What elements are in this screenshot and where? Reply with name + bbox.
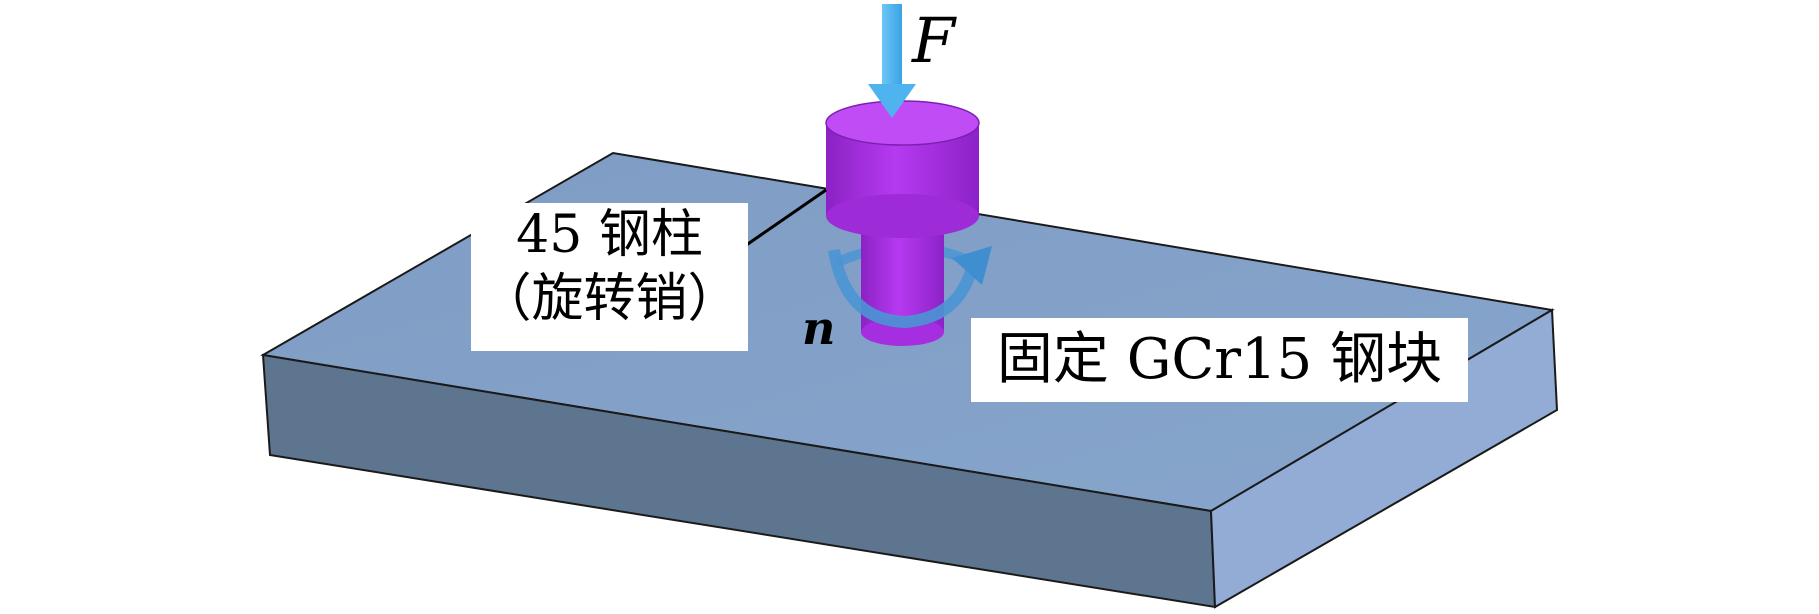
rotation-arrow-front [828,248,978,329]
pin-label: 45 钢柱 （旋转销） [471,203,748,351]
pin-shoulder-bottom [826,194,979,238]
force-arrow-shaft [882,4,902,84]
rotating-pin [825,100,980,346]
rotation-speed-symbol: n [802,301,836,355]
rotation-arrow [828,246,992,329]
force-arrow [868,4,916,118]
pin-label-line2: （旋转销） [479,269,740,329]
rotation-arrowhead [952,246,992,285]
block-label: 固定 GCr15 钢块 [971,318,1468,402]
pin-top-face [825,100,980,146]
force-symbol: F [912,4,956,77]
force-arrow-head [868,84,916,118]
pin-leader-line [741,188,827,250]
pin-label-line1: 45 钢柱 [516,205,703,265]
